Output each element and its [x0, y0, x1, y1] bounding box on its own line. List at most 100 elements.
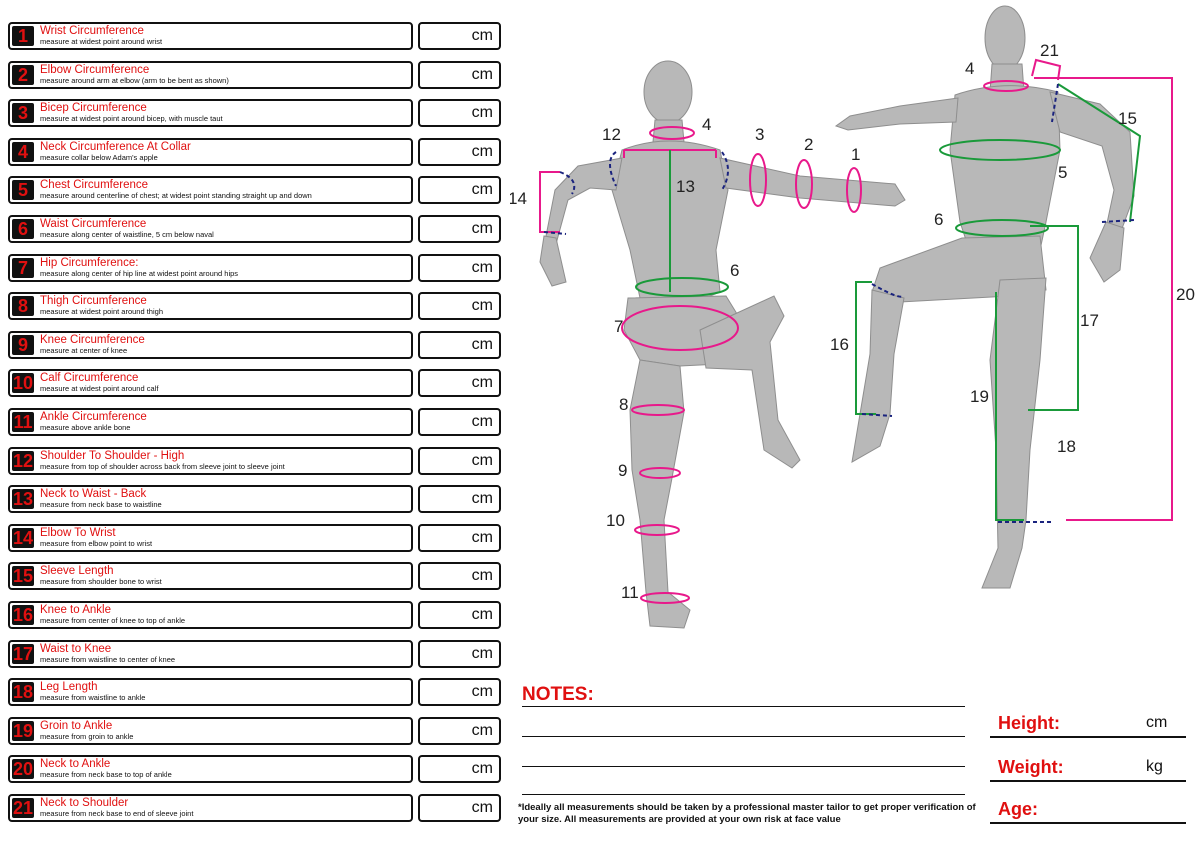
measurement-number: 12	[12, 450, 34, 471]
measurement-description: measure from waistline to ankle	[40, 693, 146, 703]
fig-label-3: 3	[755, 125, 764, 144]
measurement-description: measure around centerline of chest; at w…	[40, 191, 312, 201]
fig-label-17: 17	[1080, 311, 1099, 330]
measurement-value-field[interactable]: cm	[418, 60, 501, 89]
notes-line[interactable]	[522, 706, 965, 707]
measurement-description: measure from waistline to center of knee	[40, 654, 176, 664]
measurement-title: Elbow Circumference	[40, 63, 150, 76]
measurement-value-field[interactable]: cm	[418, 562, 501, 591]
measurement-value-field[interactable]: cm	[418, 292, 501, 321]
measurement-number: 19	[12, 720, 34, 741]
measurement-value-field[interactable]: cm	[418, 794, 501, 822]
measurement-unit: cm	[471, 220, 493, 237]
fig-label-11: 11	[621, 583, 639, 602]
measurement-number: 7	[12, 257, 34, 278]
fig-label-16: 16	[830, 335, 849, 354]
measurement-value-field[interactable]: cm	[418, 369, 501, 398]
measurement-unit: cm	[471, 258, 493, 276]
measurement-value-field[interactable]: cm	[418, 137, 501, 166]
fig-label-21: 21	[1040, 41, 1059, 60]
notes-line[interactable]	[522, 766, 965, 767]
measurement-value-field[interactable]: cm	[418, 755, 501, 784]
body-measurement-figures: 12 4 3 2 1 13 14 6 7 8 9 10 11 21 4 15 5…	[510, 5, 1195, 629]
measurement-description: measure above ankle bone	[40, 423, 131, 432]
measurement-title: Wrist Circumference	[40, 25, 144, 37]
measurement-title: Bicep Circumference	[40, 102, 147, 115]
measurement-description: measure from groin to ankle	[40, 731, 134, 741]
fig-label-18: 18	[1057, 437, 1076, 456]
measurement-number: 11	[12, 412, 34, 432]
measurement-title: Chest Circumference	[40, 179, 149, 192]
measurement-unit: cm	[471, 760, 493, 778]
measurement-value-field[interactable]: cm	[418, 99, 501, 128]
measurement-unit: cm	[471, 528, 493, 546]
measurement-value-field[interactable]: cm	[418, 408, 501, 436]
measurement-number: 4	[12, 141, 34, 162]
measurement-description: measure at widest point around calf	[40, 384, 159, 394]
measurement-description: measure from neck base to top of ankle	[40, 770, 172, 780]
measurement-value-field[interactable]: cm	[418, 485, 501, 514]
height-field[interactable]: Height: cm	[990, 706, 1186, 738]
measurement-value-field[interactable]: cm	[418, 253, 501, 282]
fig-label-4-front: 4	[965, 59, 974, 78]
measurement-description: measure from top of shoulder across back…	[40, 461, 285, 471]
measurement-description: measure from center of knee to top of an…	[40, 616, 186, 625]
measurement-value-field[interactable]: cm	[418, 176, 501, 205]
measurement-description: measure from neck base to end of sleeve …	[40, 809, 194, 818]
measurement-title: Thigh Circumference	[40, 295, 147, 308]
fig-label-7: 7	[614, 317, 623, 336]
measurement-value-field[interactable]: cm	[418, 639, 501, 668]
measurement-description: measure from shoulder bone to wrist	[40, 577, 162, 587]
measurement-title: Calf Circumference	[40, 372, 139, 385]
measurement-value-field[interactable]: cm	[418, 716, 501, 745]
age-field[interactable]: Age:	[990, 792, 1186, 824]
measurement-value-field[interactable]: cm	[418, 523, 501, 552]
measurement-unit: cm	[471, 644, 493, 662]
fig-label-20: 20	[1176, 285, 1195, 304]
measurement-unit: cm	[471, 606, 493, 623]
measurement-description: measure around arm at elbow (arm to be b…	[40, 75, 229, 85]
measurement-value-field[interactable]: cm	[418, 678, 501, 707]
measurement-title: Leg Length	[40, 681, 98, 694]
measurement-number: 3	[12, 103, 34, 124]
measurement-unit: cm	[471, 181, 493, 199]
notes-line[interactable]	[522, 736, 965, 737]
measurement-value-field[interactable]: cm	[418, 215, 501, 243]
fig-label-8: 8	[619, 395, 628, 414]
measurement-value-field[interactable]: cm	[418, 601, 501, 629]
measurement-description: measure from neck base to waistline	[40, 500, 162, 510]
fig-label-2: 2	[804, 135, 813, 154]
measurement-value-field[interactable]: cm	[418, 446, 501, 475]
fig-label-9: 9	[618, 461, 627, 480]
measurement-value-field[interactable]: cm	[418, 330, 501, 359]
measurement-description: measure collar below Adam's apple	[40, 152, 158, 162]
measurement-value-field[interactable]: cm	[418, 22, 501, 50]
measurement-number: 2	[12, 64, 34, 85]
measurement-number: 18	[12, 682, 34, 703]
measurement-title: Neck to Waist - Back	[40, 488, 147, 501]
weight-field[interactable]: Weight: kg	[990, 750, 1186, 782]
notes-line[interactable]	[522, 794, 965, 795]
measurement-unit: cm	[471, 490, 493, 508]
